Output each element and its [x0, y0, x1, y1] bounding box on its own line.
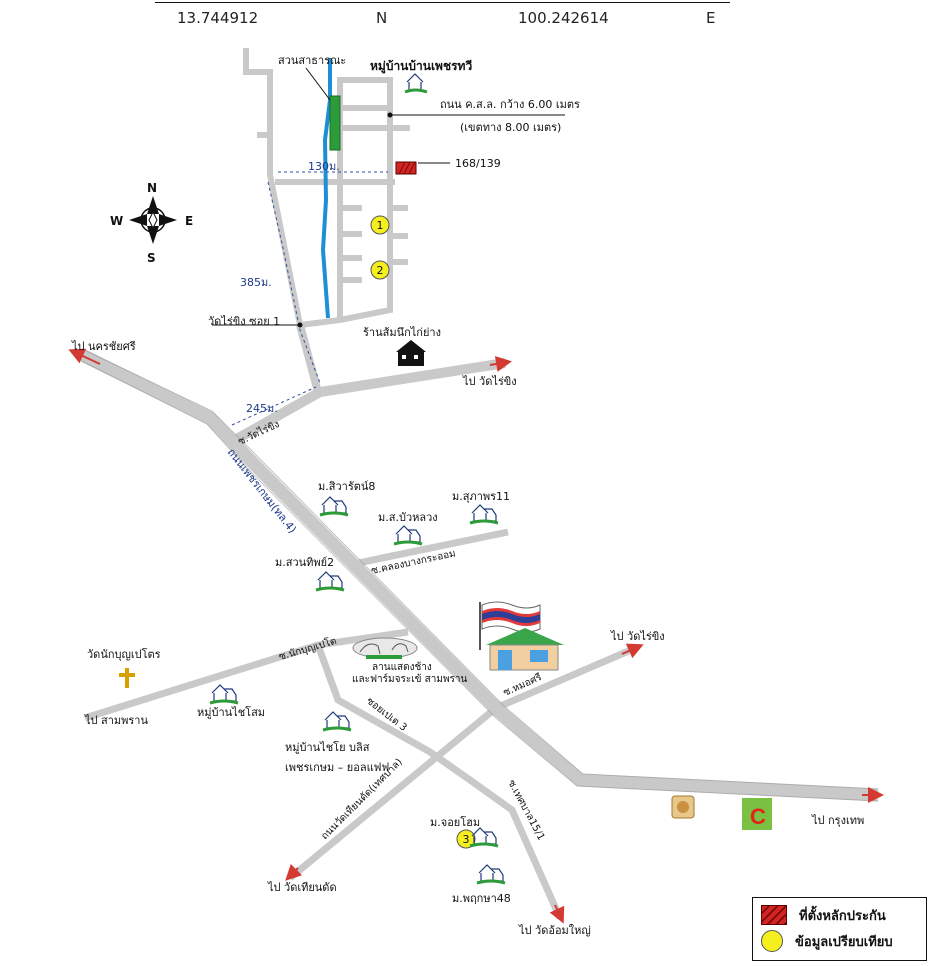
label-village-chaiyo-1: หมู่บ้านไชโย บลิส [285, 740, 370, 754]
canal [320, 58, 332, 319]
property-location-marker [395, 161, 417, 175]
label-m-suan-thip2: ม.สวนทิพย์2 [275, 556, 334, 569]
compass-rose-icon [129, 196, 177, 244]
village-icons [209, 73, 506, 885]
header-rule [155, 2, 730, 3]
label-village-chaiyo-2: เพชรเกษม – ยอลแฟฟ [285, 761, 389, 774]
label-m-joy-home: ม.จอยโฮม [430, 815, 480, 829]
public-park-area [329, 95, 341, 151]
latitude-direction: N [376, 9, 388, 27]
house-icon [476, 864, 506, 885]
road-network [79, 323, 879, 920]
svg-text:C: C [750, 804, 766, 829]
elephant-show-icon [352, 637, 418, 659]
compass-north: N [147, 181, 157, 195]
comparison-marker-2-label: 2 [377, 264, 384, 277]
label-distance-245: 245ม. [246, 402, 278, 415]
house-icon [319, 496, 349, 517]
compass-west: W [110, 214, 123, 228]
church-cross-icon [119, 668, 135, 688]
longitude-value: 100.242614 [518, 9, 609, 27]
road-to-wat-rai-khing-top [232, 358, 506, 445]
house-icon [469, 827, 499, 848]
label-property-number: 168/139 [455, 157, 501, 170]
village-soi-grid [243, 48, 410, 329]
road-soi1-stem [296, 323, 322, 394]
legend-property-label: ที่ตั้งหลักประกัน [799, 908, 886, 924]
comparison-marker-3 [456, 829, 476, 849]
label-public-park: สวนสาธารณะ [278, 54, 346, 67]
label-to-wat-rai-khing-2: ไป วัดไร่ขิง [610, 630, 665, 643]
label-wat-rai-khing-soi1: วัดไร่ขิง ซอย 1 [208, 315, 280, 328]
label-to-wat-om-yai: ไป วัดอ้อมใหญ่ [518, 924, 591, 937]
compass-east: E [185, 214, 193, 228]
road-wat-thian-dat [287, 705, 499, 881]
road-mo-si [494, 643, 640, 712]
label-grilled-chicken-shop: ร้านส้มนึกไก่ย่าง [363, 326, 441, 339]
label-to-wat-thian-dat: ไป วัดเทียนดัด [267, 881, 337, 894]
label-wat-nakboon: วัดนักบุญเปโตร [87, 647, 161, 661]
road-soi-bet3 [314, 643, 564, 920]
label-soi-nakboon: ซ.นักบุญเปโต [277, 634, 338, 663]
label-distance-130: 130ม. [308, 160, 340, 173]
label-to-wat-rai-khing-1: ไป วัดไร่ขิง [462, 375, 517, 388]
legend-row-property: ที่ตั้งหลักประกัน [761, 904, 886, 926]
direction-arrows [68, 348, 884, 924]
government-office-icon [479, 601, 564, 671]
road-phet-kasem [79, 349, 879, 802]
label-m-siwarat8: ม.สิวารัตน์8 [318, 480, 375, 493]
label-m-sor-bua-luang: ม.ส.บัวหลวง [378, 511, 438, 524]
label-to-bangkok: ไป กรุงเทพ [811, 814, 864, 827]
comparison-swatch-icon [761, 930, 783, 952]
label-m-suphaphon11: ม.สุภาพร11 [452, 490, 510, 503]
bigc-logo-icon: C [742, 798, 772, 830]
map-legend: ที่ตั้งหลักประกัน ข้อมูลเปรียบเทียบ [752, 897, 927, 961]
house-icon [469, 504, 499, 525]
comparison-marker-3-label: 3 [463, 833, 470, 846]
label-road-right-of-way: (เขตทาง 8.00 เมตร) [460, 121, 561, 134]
house-icon [209, 684, 239, 705]
house-icon [404, 73, 428, 94]
label-elephant-show: ลานแสดงช้าง [372, 661, 432, 673]
latitude-value: 13.744912 [177, 9, 259, 27]
label-to-nakhon-chai-si: ไป นครชัยศรี [71, 340, 136, 353]
label-village-phetchawi: หมู่บ้านบ้านเพชรทวี [370, 59, 472, 74]
temple-logo-icon [671, 795, 695, 819]
shop-house-icon [396, 340, 426, 366]
house-icon [322, 711, 352, 732]
compass-south: S [147, 251, 156, 265]
label-m-phruksa48: ม.พฤกษา48 [452, 892, 511, 905]
comparison-marker-1-label: 1 [377, 219, 384, 232]
property-swatch-icon [761, 905, 787, 925]
legend-row-comparison: ข้อมูลเปรียบเทียบ [761, 930, 893, 952]
legend-comparison-label: ข้อมูลเปรียบเทียบ [795, 934, 893, 950]
comparison-marker-2 [370, 260, 390, 280]
label-road-concrete: ถนน ค.ส.ล. กว้าง 6.00 เมตร [440, 98, 580, 111]
label-crocodile-farm: และฟาร์มจระเข้ สามพราน [352, 673, 468, 685]
label-distance-385: 385ม. [240, 276, 272, 289]
house-icon [315, 571, 345, 592]
house-icon [393, 525, 423, 546]
label-to-sam-phran: ไป สามพราน [84, 714, 148, 727]
coordinate-header: 13.744912 N 100.242614 E [0, 0, 950, 30]
longitude-direction: E [706, 9, 716, 27]
comparison-marker-1 [370, 215, 390, 235]
label-village-chaisom: หมู่บ้านไชโสม [197, 705, 265, 719]
road-khlong-bang-kra-om [357, 528, 509, 567]
